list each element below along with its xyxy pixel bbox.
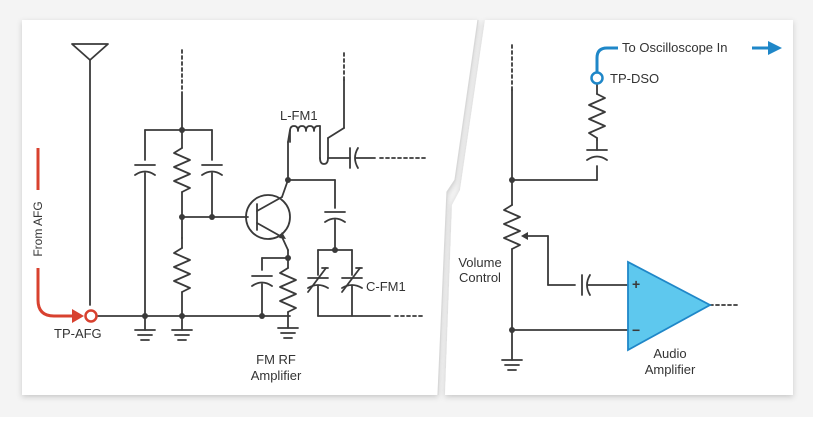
arrow-right-icon [768, 41, 782, 55]
right-panel [445, 20, 793, 395]
minus-label: − [632, 322, 640, 338]
fm-rf-label-line1: FM RF [256, 352, 296, 367]
inductor-l-fm1 [289, 49, 345, 165]
potentiometer-volume [503, 204, 549, 331]
tp-afg-testpoint [84, 309, 98, 323]
capacitor-dso [586, 139, 608, 161]
volume-label-line1: Volume [458, 255, 501, 270]
tp-dso-label: TP-DSO [610, 71, 659, 86]
l-fm1-label: L-FM1 [280, 108, 318, 123]
junction-dots [142, 127, 515, 333]
fm-rf-label-line2: Amplifier [251, 368, 302, 383]
capacitor-audio-input [581, 274, 629, 296]
resistor-dso [588, 83, 606, 141]
ground-icon [277, 327, 299, 339]
afg-signal-path [36, 148, 98, 323]
ground-icon [501, 329, 523, 371]
to-oscilloscope-label: To Oscilloscope In [622, 40, 728, 55]
capacitor-left [134, 164, 156, 317]
variable-capacitor-a [307, 249, 329, 317]
from-afg-label: From AFG [31, 201, 45, 256]
antenna-icon [71, 43, 109, 306]
volume-label-line2: Control [459, 270, 501, 285]
tp-dso-testpoint [590, 71, 604, 85]
left-panel [22, 20, 478, 395]
panel-divider [437, 19, 479, 396]
transistor-icon [245, 179, 291, 251]
capacitor-output [327, 147, 426, 169]
variable-capacitor-b [341, 249, 363, 317]
c-fm1-label: C-FM1 [366, 279, 406, 294]
audio-label-line2: Amplifier [645, 362, 696, 377]
audio-amplifier-icon: + − [627, 260, 712, 352]
dso-signal-path [590, 41, 782, 85]
capacitor-bias [201, 164, 223, 218]
plus-label: + [632, 276, 640, 292]
tp-afg-label: TP-AFG [54, 326, 102, 341]
capacitor-emitter [251, 275, 273, 317]
capacitor-tank [324, 211, 346, 251]
audio-label-line1: Audio [653, 346, 686, 361]
arrow-right-icon [72, 309, 84, 323]
